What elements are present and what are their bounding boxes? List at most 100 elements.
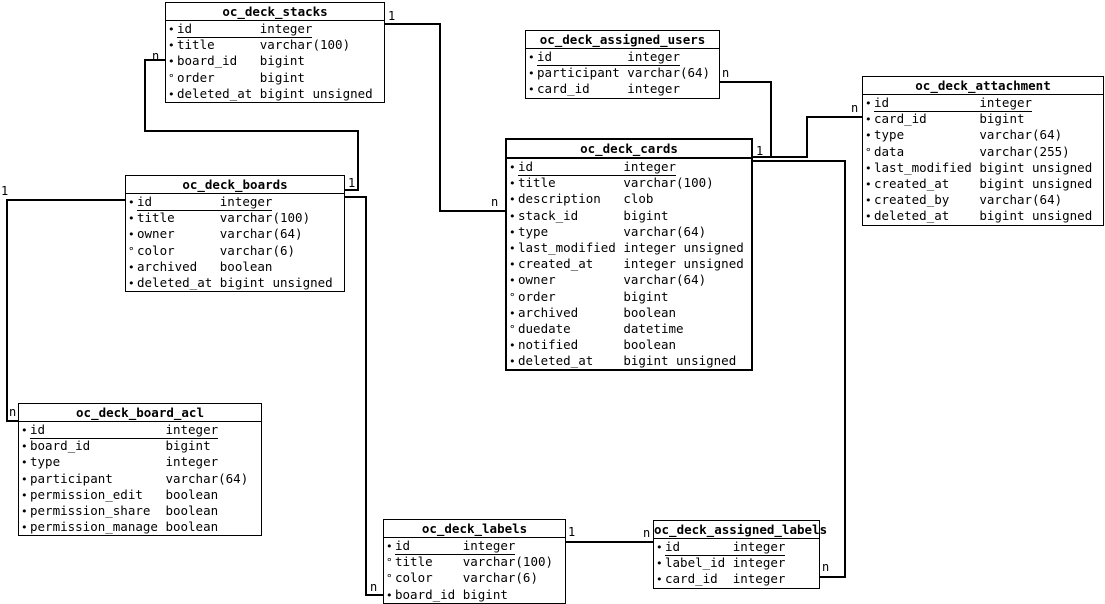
column-type: varchar(64) bbox=[219, 226, 303, 242]
relationship-line bbox=[144, 59, 359, 191]
column-type: varchar(100) bbox=[219, 210, 311, 226]
column-type: integer bbox=[732, 539, 786, 557]
nullable-bullet-icon: ° bbox=[509, 322, 516, 336]
nullable-bullet-icon: ° bbox=[509, 290, 516, 304]
column-name: notified bbox=[518, 337, 579, 353]
notnull-bullet-icon: • bbox=[865, 194, 872, 208]
column-name: duedate bbox=[518, 320, 571, 336]
column-name: permission_manage bbox=[30, 519, 158, 535]
column-type: varchar(64) bbox=[623, 272, 707, 288]
column-type: varchar(6) bbox=[462, 570, 538, 586]
column-name: data bbox=[874, 143, 905, 159]
column-type: varchar(100) bbox=[623, 175, 714, 191]
notnull-bullet-icon: • bbox=[656, 573, 663, 587]
column-type: integer bbox=[627, 49, 680, 67]
column-type: boolean bbox=[623, 304, 677, 320]
column-type: bigint bbox=[259, 69, 305, 85]
column-type: varchar(100) bbox=[462, 554, 554, 570]
column-name: permission_share bbox=[30, 502, 151, 518]
column-name: order bbox=[177, 69, 215, 85]
notnull-bullet-icon: • bbox=[509, 339, 516, 353]
column-name: deleted_at bbox=[874, 208, 950, 224]
notnull-bullet-icon: • bbox=[528, 67, 535, 81]
column-type: integer unsigned bbox=[623, 256, 744, 272]
column-type: varchar(64) bbox=[979, 127, 1063, 143]
cardinality-label: 1 bbox=[1, 184, 9, 198]
column-name: id bbox=[665, 539, 733, 557]
column-name: color bbox=[137, 242, 175, 258]
cardinality-label: 1 bbox=[568, 525, 576, 539]
cardinality-label: n bbox=[370, 580, 378, 594]
column-type: varchar(6) bbox=[219, 242, 296, 258]
table-title[interactable]: oc_deck_board_acl bbox=[19, 404, 261, 422]
table-title[interactable]: oc_deck_assigned_labels bbox=[654, 522, 828, 539]
nullable-bullet-icon: ° bbox=[386, 572, 393, 586]
table-title[interactable]: oc_deck_cards bbox=[507, 140, 751, 159]
column-type: bigint unsigned bbox=[259, 85, 373, 101]
notnull-bullet-icon: • bbox=[528, 51, 535, 64]
column-type: integer bbox=[627, 81, 680, 97]
column-name: color bbox=[395, 570, 433, 586]
notnull-bullet-icon: • bbox=[865, 113, 872, 127]
notnull-bullet-icon: • bbox=[865, 129, 872, 143]
column-name: card_id bbox=[874, 111, 927, 127]
notnull-bullet-icon: • bbox=[509, 209, 516, 223]
column-type: integer bbox=[165, 454, 219, 470]
table-title[interactable]: oc_deck_labels bbox=[384, 520, 565, 538]
column-name: deleted_at bbox=[177, 85, 253, 101]
column-name: id bbox=[137, 194, 220, 212]
column-name: card_id bbox=[665, 571, 718, 587]
column-type: bigint unsigned bbox=[979, 159, 1093, 175]
column-name: created_at bbox=[874, 175, 950, 191]
table-title[interactable]: oc_deck_boards bbox=[126, 176, 344, 194]
notnull-bullet-icon: • bbox=[865, 210, 872, 224]
column-name: last_modified bbox=[874, 159, 972, 175]
notnull-bullet-icon: • bbox=[386, 588, 393, 602]
column-name: label_id bbox=[665, 555, 726, 571]
table-title[interactable]: oc_deck_stacks bbox=[166, 3, 384, 21]
column-type: varchar(255) bbox=[979, 143, 1070, 159]
column-type: integer bbox=[259, 21, 313, 39]
notnull-bullet-icon: • bbox=[21, 521, 28, 535]
column-name: order bbox=[518, 288, 556, 304]
column-name: last_modified bbox=[518, 239, 616, 255]
table-title[interactable]: oc_deck_attachment bbox=[863, 77, 1103, 95]
column-name: id bbox=[874, 95, 980, 113]
notnull-bullet-icon: • bbox=[509, 274, 516, 288]
column-name: created_at bbox=[518, 256, 594, 272]
notnull-bullet-icon: • bbox=[21, 488, 28, 502]
column-name: id bbox=[395, 538, 463, 556]
notnull-bullet-icon: • bbox=[865, 97, 872, 110]
table-title[interactable]: oc_deck_assigned_users bbox=[526, 31, 719, 49]
